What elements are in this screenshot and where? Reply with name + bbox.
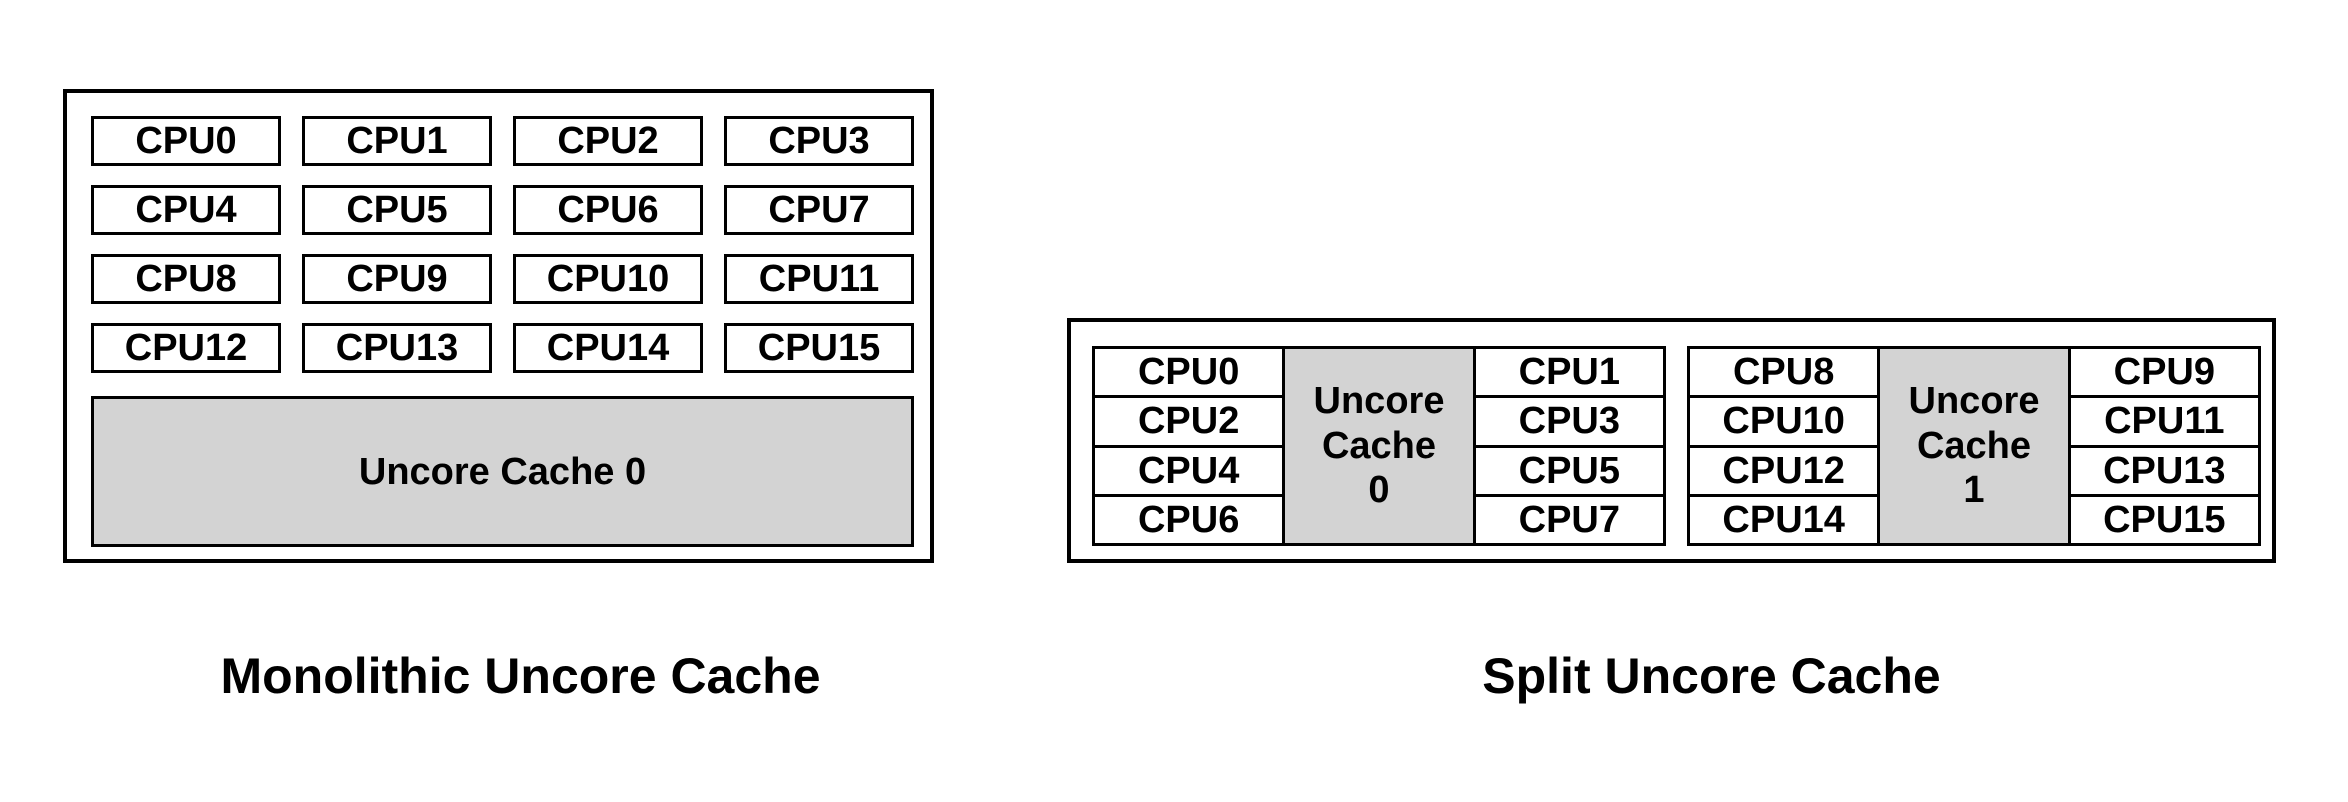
uncore-cache-0-box: Uncore Cache 0	[91, 396, 914, 547]
cpu-cluster-0: CPU0 CPU2 CPU4 CPU6 Uncore Cache 0 CPU1 …	[1092, 346, 1666, 546]
cpu-cell: CPU6	[1095, 496, 1283, 543]
cpu-box: CPU6	[513, 185, 703, 235]
cpu-box: CPU0	[91, 116, 281, 166]
cpu-box: CPU4	[91, 185, 281, 235]
cpu-cell: CPU8	[1690, 349, 1878, 396]
monolithic-diagram-title: Monolithic Uncore Cache	[220, 648, 821, 704]
cpu-box: CPU14	[513, 323, 703, 373]
cpu-cell: CPU10	[1690, 398, 1878, 445]
cpu-box: CPU13	[302, 323, 492, 373]
cpu-box: CPU11	[724, 254, 914, 304]
monolithic-uncore-diagram: CPU0 CPU1 CPU2 CPU3 CPU4 CPU5 CPU6 CPU7 …	[63, 89, 934, 563]
cpu-box: CPU3	[724, 116, 914, 166]
split-uncore-diagram: CPU0 CPU2 CPU4 CPU6 Uncore Cache 0 CPU1 …	[1067, 318, 2276, 563]
cpu-grid: CPU0 CPU1 CPU2 CPU3 CPU4 CPU5 CPU6 CPU7 …	[91, 116, 914, 373]
cpu-cell: CPU9	[2070, 349, 2258, 396]
cpu-box: CPU9	[302, 254, 492, 304]
cpu-cell: CPU5	[1475, 447, 1663, 494]
cpu-box: CPU1	[302, 116, 492, 166]
cpu-cell: CPU1	[1475, 349, 1663, 396]
cpu-cell: CPU0	[1095, 349, 1283, 396]
cpu-box: CPU7	[724, 185, 914, 235]
cpu-cell: CPU4	[1095, 447, 1283, 494]
cpu-cluster-1: CPU8 CPU10 CPU12 CPU14 Uncore Cache 1 CP…	[1687, 346, 2261, 546]
cpu-cell: CPU2	[1095, 398, 1283, 445]
cpu-cell: CPU3	[1475, 398, 1663, 445]
cpu-box: CPU12	[91, 323, 281, 373]
cpu-cell: CPU12	[1690, 447, 1878, 494]
cpu-cell: CPU7	[1475, 496, 1663, 543]
cpu-cell: CPU11	[2070, 398, 2258, 445]
uncore-cache-0-box: Uncore Cache 0	[1285, 349, 1473, 543]
cpu-box: CPU8	[91, 254, 281, 304]
cpu-box: CPU5	[302, 185, 492, 235]
cpu-cell: CPU15	[2070, 496, 2258, 543]
cpu-cell: CPU13	[2070, 447, 2258, 494]
uncore-cache-1-box: Uncore Cache 1	[1880, 349, 2068, 543]
cpu-cell: CPU14	[1690, 496, 1878, 543]
cpu-box: CPU2	[513, 116, 703, 166]
cpu-box: CPU15	[724, 323, 914, 373]
split-diagram-title: Split Uncore Cache	[1482, 648, 1941, 704]
cpu-box: CPU10	[513, 254, 703, 304]
